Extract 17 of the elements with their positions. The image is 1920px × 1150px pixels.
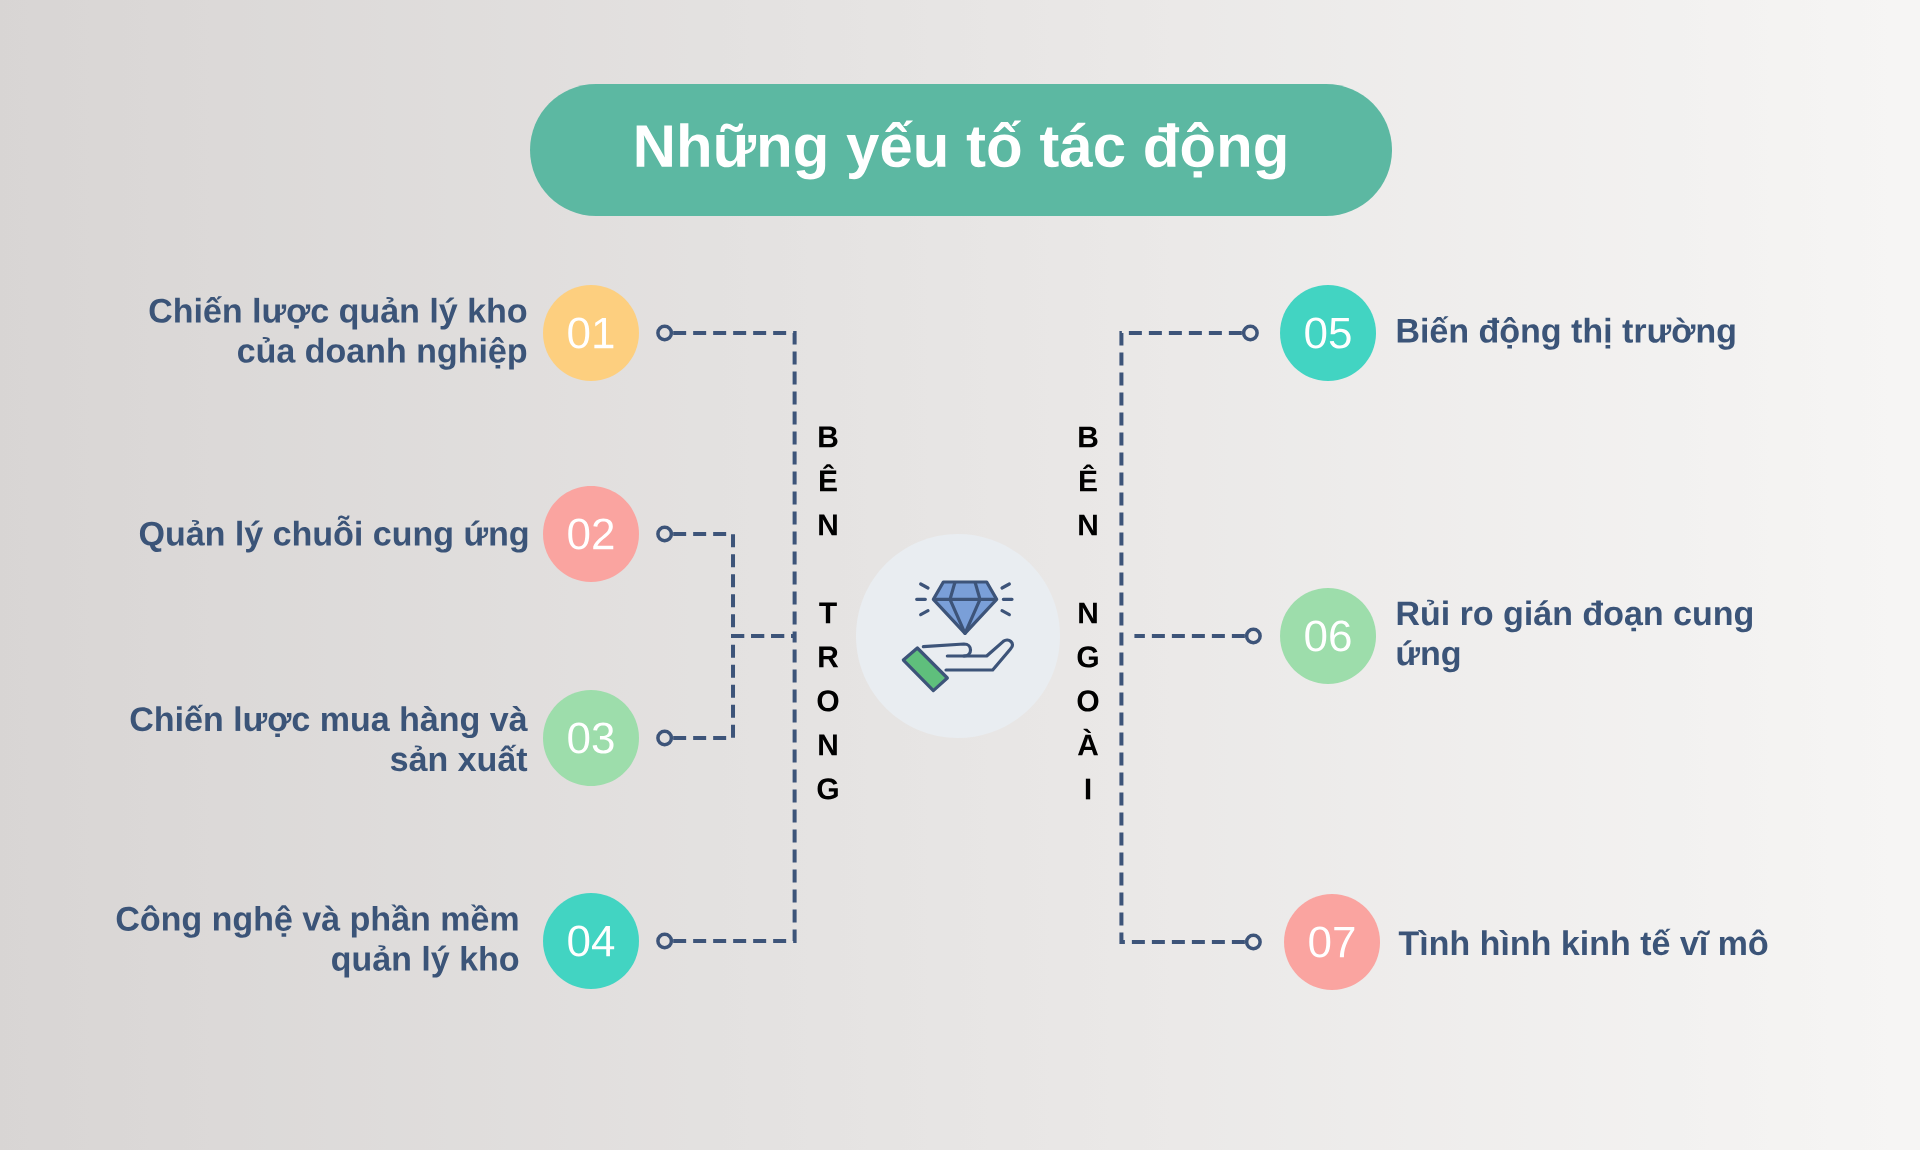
center-circle [856, 534, 1060, 738]
vertical-label: BÊN TRONG [817, 426, 839, 800]
connector [656, 324, 797, 636]
description-text: Chiến lược mua hàng và sản xuất [130, 704, 528, 772]
connector [656, 634, 795, 747]
description-text: Chiến lược quản lý kho của doanh nghiệp [149, 296, 527, 370]
description-text: Rủi ro gián đoạn cung ứng [1397, 599, 1753, 673]
connector [1119, 636, 1262, 951]
description-text: Quản lý chuỗi cung ứng [139, 515, 528, 553]
description-text: Tình hình kinh tế vĩ mô [1398, 928, 1768, 956]
title-banner: Những yếu tố tác động [530, 84, 1393, 216]
connector [1119, 324, 1259, 636]
vertical-label: BÊN NGOÀI [1077, 426, 1099, 800]
description-text: Công nghệ và phần mềm quản lý kho [116, 904, 519, 978]
description-text: Biến động thị trường [1397, 316, 1735, 350]
connector [656, 636, 797, 950]
connector [1134, 627, 1262, 645]
